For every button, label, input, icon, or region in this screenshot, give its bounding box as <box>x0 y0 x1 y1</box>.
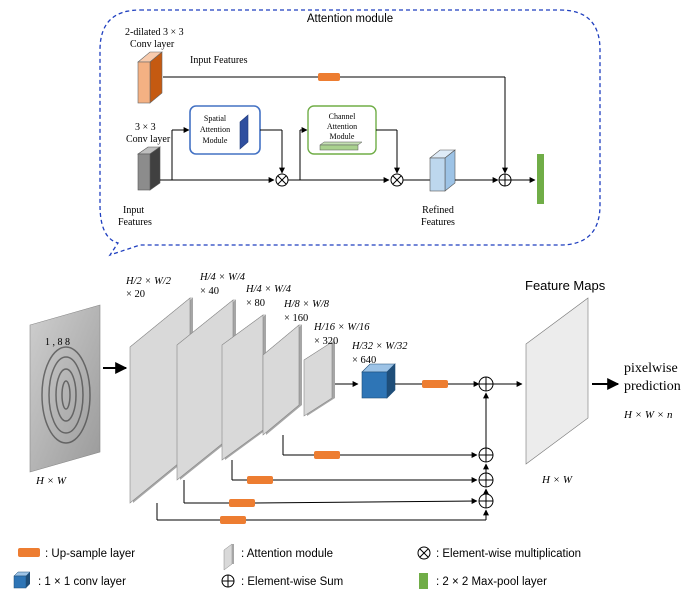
channel-attention-label-3: Module <box>330 132 355 141</box>
legend-maxpool-label: : 2 × 2 Max-pool layer <box>436 576 547 588</box>
stage-label-2: H/4 × W/4 × 40 <box>199 272 246 297</box>
attention-module-panel: Attention module 2-dilated 3 × 3 Conv la… <box>99 9 601 257</box>
input-features-bottom-2: Features <box>118 217 152 228</box>
sum-node-4 <box>478 493 494 509</box>
svg-text:H/2 × W/2: H/2 × W/2 <box>125 276 172 287</box>
spatial-attention-label-1: Spatial <box>204 114 227 123</box>
upsample-block-5 <box>220 516 246 524</box>
attention-upsample-block <box>318 73 340 81</box>
svg-text:× 160: × 160 <box>284 313 308 324</box>
legend-attention-swatch <box>223 543 234 571</box>
input-features-bottom-1: Input <box>123 205 144 216</box>
legend-upsample-label: : Up-sample layer <box>45 548 135 560</box>
conv3-label-1: 3 × 3 <box>135 122 156 133</box>
conv1x1-cube <box>361 363 396 399</box>
svg-text:H/4 × W/4: H/4 × W/4 <box>245 284 292 295</box>
stage-label-5: H/16 × W/16 × 320 <box>313 322 370 347</box>
output-label-2: prediction <box>624 379 681 394</box>
dilated-conv-block <box>137 51 163 104</box>
input-size-label: H × W <box>35 475 67 487</box>
refined-features-block <box>429 149 456 192</box>
channel-attention-label-1: Channel <box>329 112 356 121</box>
svg-text:× 40: × 40 <box>200 286 219 297</box>
fingerprint-image: 1 , 8 8 <box>29 304 101 473</box>
input-features-top-label: Input Features <box>190 55 248 66</box>
attention-module-title: Attention module <box>307 13 393 25</box>
legend-conv-label: : 1 × 1 conv layer <box>38 576 126 588</box>
fingerprint-text: 1 , 8 8 <box>45 337 70 348</box>
svg-text:H/4 × W/4: H/4 × W/4 <box>199 272 246 283</box>
dilated-conv-label-2: Conv layer <box>130 39 175 50</box>
refined-features-label-1: Refined <box>422 205 454 216</box>
multiply-node-2 <box>390 173 404 187</box>
maxpool-block <box>537 154 544 204</box>
channel-attention-label-2: Attention <box>327 122 357 131</box>
attention-plane-3 <box>221 314 267 461</box>
feature-maps-size: H × W <box>541 474 573 486</box>
channel-attention-vector <box>319 141 363 151</box>
upsample-block-1 <box>422 380 448 388</box>
svg-text:H/32 × W/32: H/32 × W/32 <box>351 341 408 352</box>
svg-text:H/16 × W/16: H/16 × W/16 <box>313 322 370 333</box>
legend-multiply-icon <box>417 546 431 560</box>
legend-multiply-label: : Element-wise multiplication <box>436 548 581 560</box>
conv3-label-2: Conv layer <box>126 134 171 145</box>
spatial-attention-label-3: Module <box>203 136 228 145</box>
multiply-node-1 <box>275 173 289 187</box>
legend-upsample-swatch <box>18 548 40 557</box>
legend-sum-label: : Element-wise Sum <box>241 576 343 588</box>
attention-module-border <box>99 9 601 257</box>
sum-node-2 <box>478 447 494 463</box>
legend-attention-label: : Attention module <box>241 548 333 560</box>
stage-label-4: H/8 × W/8 × 160 <box>283 299 330 324</box>
sum-node-3 <box>478 472 494 488</box>
svg-text:H/8 × W/8: H/8 × W/8 <box>283 299 330 310</box>
stage-label-6: H/32 × W/32 × 640 <box>351 341 408 366</box>
attention-plane-5 <box>303 341 336 417</box>
spatial-attention-label-2: Attention <box>200 125 230 134</box>
upsample-block-2 <box>314 451 340 459</box>
feature-maps-title: Feature Maps <box>525 278 606 293</box>
svg-text:× 640: × 640 <box>352 355 376 366</box>
stage-label-3: H/4 × W/4 × 80 <box>245 284 292 309</box>
upsample-block-4 <box>229 499 255 507</box>
sum-node-1 <box>478 376 494 392</box>
attention-sum-node <box>498 173 512 187</box>
output-label-1: pixelwise <box>624 361 678 376</box>
refined-features-label-2: Features <box>421 217 455 228</box>
legend-conv-swatch <box>13 571 31 589</box>
attention-plane-4 <box>262 324 303 436</box>
upsample-block-3 <box>247 476 273 484</box>
legend: : Up-sample layer : 1 × 1 conv layer : A… <box>13 543 581 589</box>
output-size-label: H × W × n <box>623 409 673 421</box>
dilated-conv-label-1: 2-dilated 3 × 3 <box>125 27 184 38</box>
svg-text:× 320: × 320 <box>314 336 338 347</box>
feature-maps-plane <box>525 297 589 465</box>
spatial-attention-map <box>239 114 249 150</box>
stage-label-1: H/2 × W/2 × 20 <box>125 276 172 300</box>
legend-maxpool-swatch <box>419 573 428 589</box>
conv3-block <box>137 146 161 191</box>
svg-text:× 20: × 20 <box>126 289 145 300</box>
legend-sum-icon <box>221 574 235 588</box>
svg-text:× 80: × 80 <box>246 298 265 309</box>
